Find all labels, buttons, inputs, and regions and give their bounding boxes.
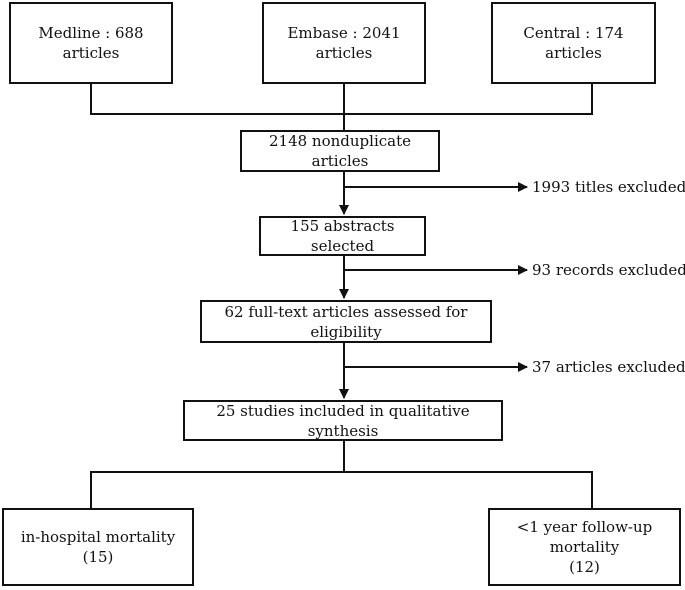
follow-up-title: <1 year follow-up mortality	[516, 518, 653, 556]
in-hospital-box: in-hospital mortality (15)	[2, 508, 194, 586]
central-box: Central : 174 articles	[491, 2, 656, 84]
central-label: Central : 174 articles	[523, 24, 624, 62]
titles-excluded-label: 1993 titles excluded	[532, 178, 685, 196]
records-excluded-label: 93 records excluded	[532, 261, 685, 279]
abstracts-label: 155 abstracts selected	[290, 217, 395, 255]
included-box: 25 studies included in qualitative synth…	[183, 400, 503, 441]
nonduplicate-label: 2148 nonduplicate articles	[268, 132, 411, 170]
follow-up-box: <1 year follow-up mortality (12)	[488, 508, 681, 586]
in-hospital-count: (15)	[82, 548, 114, 566]
included-label: 25 studies included in qualitative synth…	[216, 401, 470, 440]
fulltext-box: 62 full-text articles assessed for eligi…	[200, 300, 492, 343]
in-hospital-title: in-hospital mortality	[20, 528, 176, 546]
fulltext-label: 62 full-text articles assessed for eligi…	[224, 302, 468, 341]
articles-excluded-label: 37 articles excluded	[532, 358, 685, 376]
nonduplicate-box: 2148 nonduplicate articles	[240, 130, 440, 172]
medline-label: Medline : 688 articles	[38, 24, 144, 62]
embase-box: Embase : 2041 articles	[262, 2, 426, 84]
abstracts-box: 155 abstracts selected	[259, 216, 426, 256]
follow-up-count: (12)	[569, 558, 600, 576]
embase-label: Embase : 2041 articles	[287, 24, 401, 62]
medline-box: Medline : 688 articles	[9, 2, 173, 84]
